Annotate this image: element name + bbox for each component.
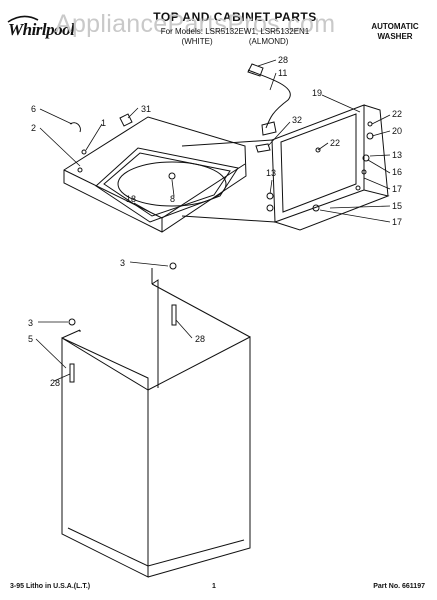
washer-cabinet <box>61 268 251 578</box>
callout-22-inner: 22 <box>330 138 340 148</box>
callout-17-upper: 17 <box>392 184 402 194</box>
watermark: AppliancePartsPros.com <box>55 10 336 38</box>
callout-17-lower: 17 <box>392 217 402 227</box>
callout-20: 20 <box>392 126 402 136</box>
callout-11: 11 <box>278 68 287 78</box>
wire-harness <box>247 63 291 136</box>
callout-1: 1 <box>101 118 106 128</box>
control-console <box>181 104 390 231</box>
callout-8: 8 <box>170 194 175 204</box>
callout-22-upper: 22 <box>392 109 402 119</box>
callout-31: 31 <box>141 104 151 114</box>
callout-2: 2 <box>31 123 36 133</box>
callout-18: 18 <box>126 194 136 204</box>
part-number: Part No. 661197 <box>373 583 425 590</box>
callout-13-left: 13 <box>266 168 276 178</box>
callout-16: 16 <box>392 167 402 177</box>
callout-15: 15 <box>392 201 402 211</box>
brand-logo: Whirlpool <box>8 20 75 39</box>
callout-5: 5 <box>28 334 33 344</box>
product-line-1: AUTOMATIC <box>371 22 419 31</box>
leader-lines <box>35 59 391 382</box>
callout-13-right: 13 <box>392 150 402 160</box>
callout-3-lower: 3 <box>28 318 33 328</box>
litho-note: 3-95 Litho in U.S.A.(L.T.) <box>10 583 91 590</box>
model-list: For Models: LSR5132EW1, LSR5132EN1 (WHIT… <box>120 27 350 47</box>
product-type: AUTOMATIC WASHER <box>365 22 425 42</box>
color-almond: (ALMOND) <box>248 37 289 46</box>
page-title: TOP AND CABINET PARTS <box>153 10 317 24</box>
callout-28-top: 28 <box>278 55 288 65</box>
callout-19: 19 <box>312 88 322 98</box>
washer-top-panel <box>63 116 247 233</box>
callout-3-upper: 3 <box>120 258 125 268</box>
product-line-2: WASHER <box>377 32 413 41</box>
color-white: (WHITE) <box>181 37 213 46</box>
callout-32: 32 <box>292 115 302 125</box>
callout-28-middle: 28 <box>195 334 205 344</box>
page-number: 1 <box>212 583 216 590</box>
callout-28-lower: 28 <box>50 378 60 388</box>
callout-6: 6 <box>31 104 36 114</box>
callout-labels: 28 11 19 22 20 13 16 17 15 17 22 32 13 1… <box>28 55 402 388</box>
models-line: For Models: LSR5132EW1, LSR5132EN1 <box>160 27 310 36</box>
brand-swirl-icon <box>7 15 39 23</box>
fasteners <box>68 113 374 383</box>
